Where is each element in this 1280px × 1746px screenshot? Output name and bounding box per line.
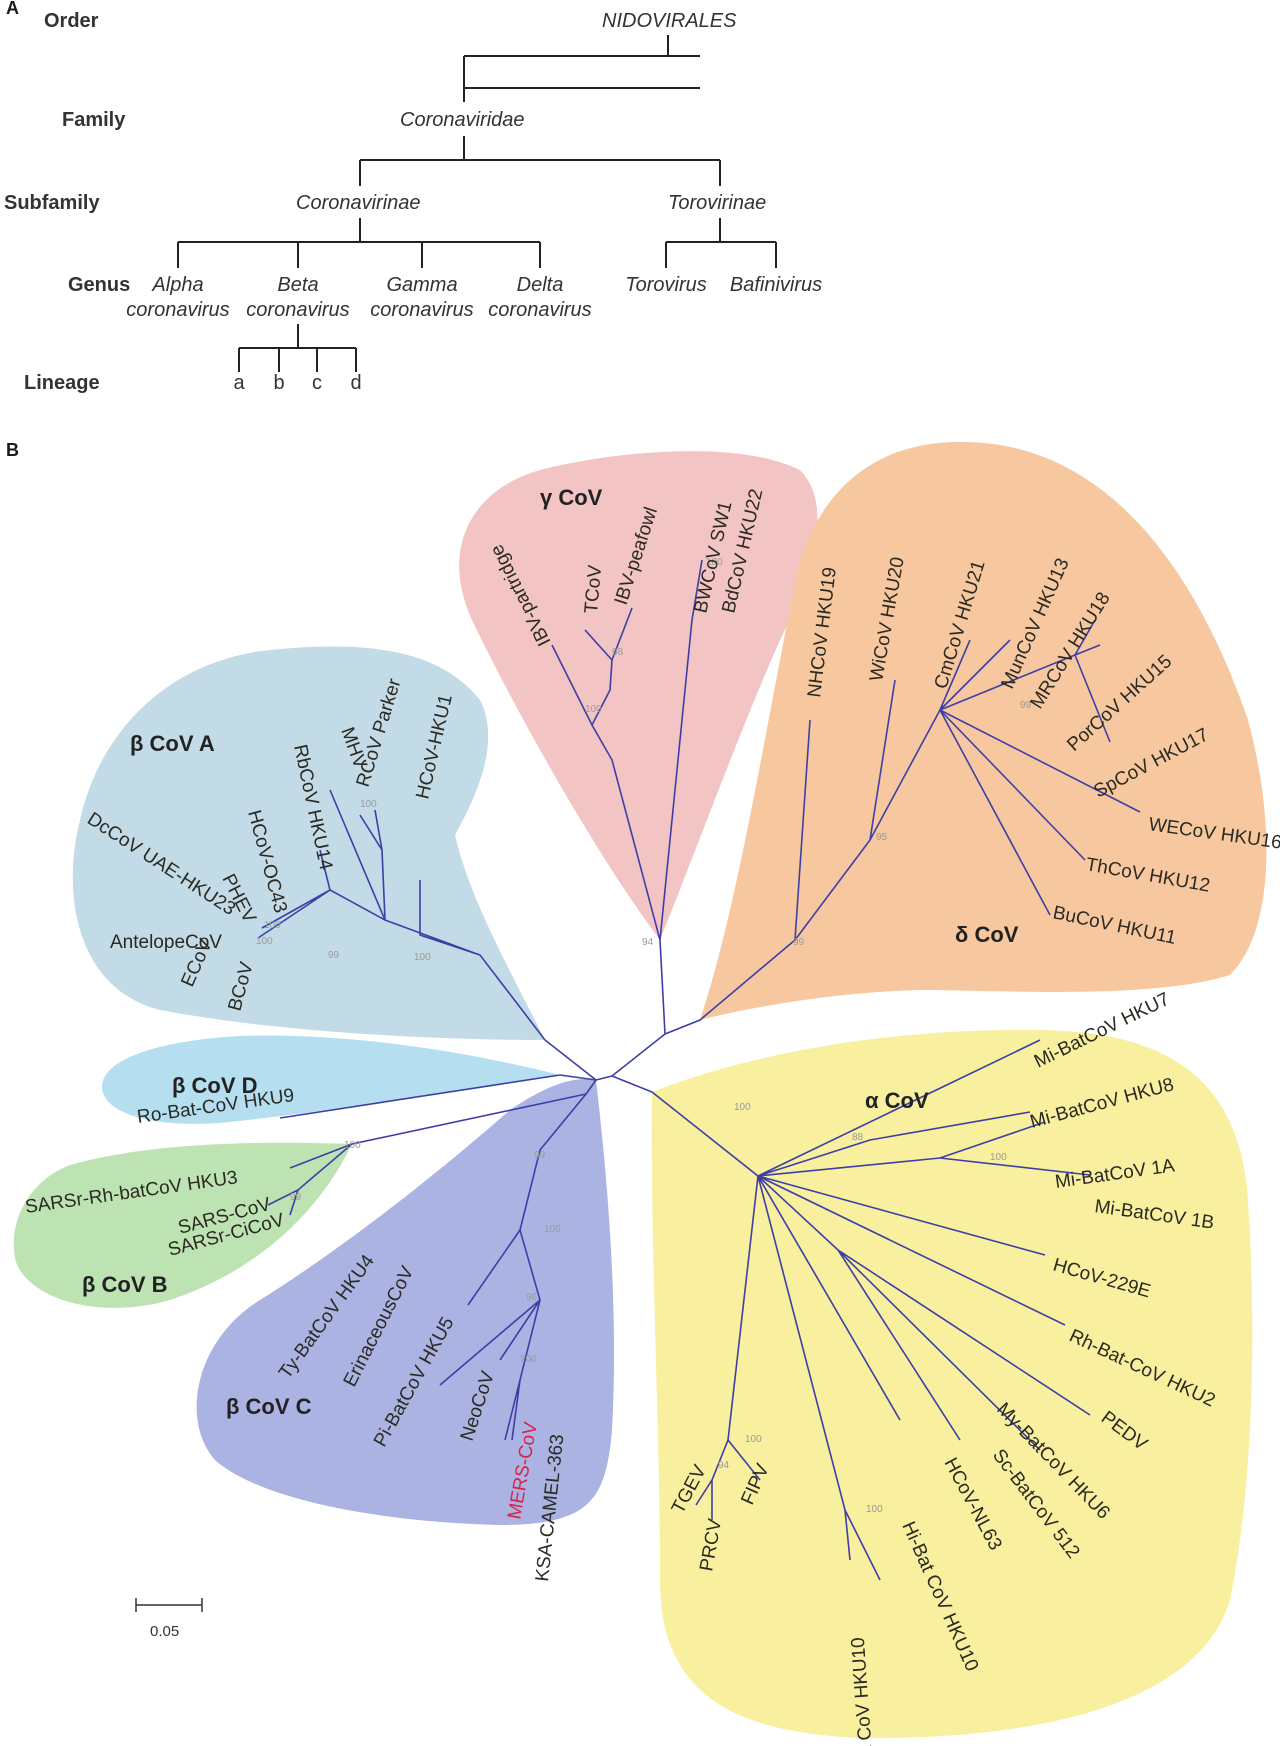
clade-betaC-region [196,1079,615,1525]
clade-label-betaA: β CoV A [130,731,215,756]
clade-betaD-region [101,1035,561,1124]
bootstrap-value: 100 [414,952,431,963]
bootstrap-value: 99 [534,1150,546,1161]
tree-branches [257,559,1141,1581]
rank-subfamily: Subfamily [4,192,100,214]
genus-beta-line1: Beta [277,274,318,296]
bootstrap-value: 100 [990,1152,1007,1163]
clade-delta-region [700,441,1267,1020]
bootstrap-value: 100 [344,1140,361,1151]
bootstrap-value: 94 [718,1460,730,1471]
clade-label-betaC: β CoV C [226,1394,312,1419]
bootstrap-value: 94 [642,937,654,948]
bootstrap-value: 100 [706,557,723,568]
genus-beta-line2: coronavirus [246,299,349,321]
lineage-b: b [273,372,284,394]
clade-betaB-region [13,1142,352,1308]
clade-label-betaB: β CoV B [82,1272,168,1297]
bootstrap-value: 99 [1020,700,1032,711]
lineage-labels: a b c d [233,372,361,394]
scale-bar-label: 0.05 [150,1623,179,1640]
bootstrap-value: 100 [734,1102,751,1113]
bootstrap-value: 100 [866,1504,883,1515]
genus-gamma-line2: coronavirus [370,299,473,321]
bootstrap-value: 100 [745,1434,762,1445]
genus-labels: Alpha coronavirus Beta coronavirus Gamma… [126,274,822,321]
panel-a: A Order Family Subfamily Genus Lineage N… [4,0,822,394]
clade-alpha-region [651,1029,1253,1739]
taxonomy-tree-lines [177,35,777,372]
genus-alpha-line2: coronavirus [126,299,229,321]
lineage-a: a [233,372,245,394]
bootstrap-value: 99 [793,937,805,948]
panel-b-letter: B [6,440,19,460]
bootstrap-value: 96 [526,1292,538,1303]
clade-labels: γ CoV δ CoV α CoV β CoV A β CoV D β CoV … [82,485,1019,1419]
genus-torovirus: Torovirus [625,274,707,296]
bootstrap-value: 100 [544,1224,561,1235]
genus-gamma-line1: Gamma [386,274,457,296]
rank-family: Family [62,109,126,131]
genus-bafinivirus: Bafinivirus [730,274,822,296]
bootstrap-value: 100 [360,799,377,810]
genus-delta-line2: coronavirus [488,299,591,321]
genus-alpha-line1: Alpha [151,274,203,296]
clade-label-gamma: γ CoV [540,485,603,510]
bootstrap-value: 88 [852,1132,864,1143]
genus-delta-line1: Delta [517,274,564,296]
bootstrap-value: 95 [876,832,888,843]
bootstrap-value: 99 [328,950,340,961]
bootstrap-value: 100 [264,920,281,931]
scale-bar-line [135,1598,203,1612]
clade-betaA-region [72,646,545,1040]
subfamily-coronavirinae: Coronavirinae [296,192,421,214]
panel-a-letter: A [6,0,19,18]
bootstrap-value: 99 [290,1192,302,1203]
clade-label-alpha: α CoV [865,1088,929,1113]
rank-genus: Genus [68,274,130,296]
subfamily-torovirinae: Torovirinae [668,192,766,214]
leaf-label: AntelopeCoV [110,932,222,953]
family-name: Coronaviridae [400,109,525,131]
bootstrap-value: 100 [585,704,602,715]
rank-lineage: Lineage [24,372,100,394]
leaf-label: TCoV [581,564,606,615]
clade-gamma-region [459,451,818,940]
bootstrap-value: 100 [256,936,273,947]
lineage-d: d [350,372,361,394]
rank-order: Order [44,10,99,32]
bootstrap-value: 100 [520,1354,537,1365]
order-name: NIDOVIRALES [602,10,737,32]
bootstrap-value: 98 [612,647,624,658]
bootstrap-values: 100 98 100 94 95 99 99 100 100 100 100 9… [256,557,1032,1515]
clade-label-delta: δ CoV [955,922,1019,947]
scale-bar: 0.05 [135,1598,203,1640]
lineage-c: c [312,372,322,394]
clade-label-betaD: β CoV D [172,1073,258,1098]
panel-b: B 100 98 [6,440,1280,1746]
